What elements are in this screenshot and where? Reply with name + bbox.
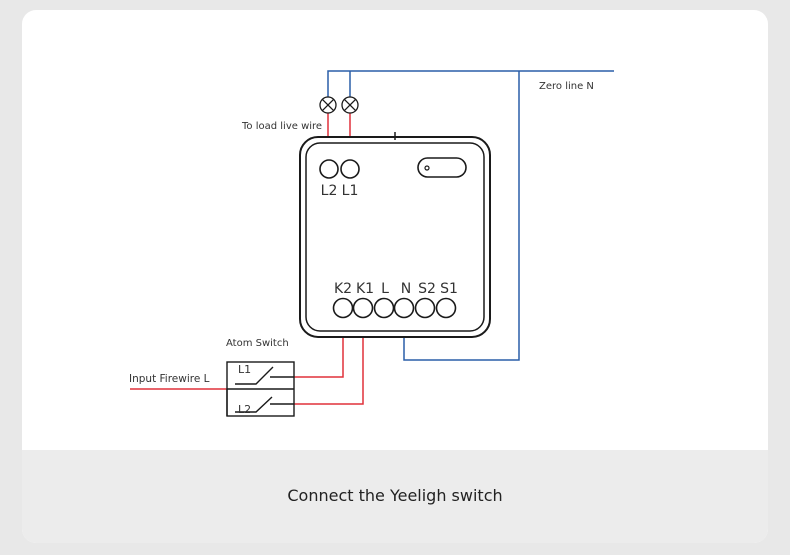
- terminal-l1: [340, 159, 360, 179]
- switch-gang-label-2: L2: [238, 403, 251, 416]
- input-firewire-label: Input Firewire L: [129, 373, 210, 385]
- caption: Connect the Yeeligh switch: [287, 486, 503, 505]
- switch-module: [299, 132, 491, 338]
- terminal-k2: [332, 297, 354, 319]
- terminal-label-s1: S1: [440, 281, 458, 297]
- switch-gang-label-1: L1: [238, 363, 251, 376]
- terminal-labels: L2 L1 K2 K1 L N S2 S1: [321, 183, 458, 297]
- terminal-label-l: L: [381, 281, 389, 297]
- atom-switch: [226, 361, 295, 417]
- lamp-icon: [341, 96, 359, 114]
- terminal-s1: [435, 297, 457, 319]
- lamp-icon: [319, 96, 337, 114]
- terminal-l2: [319, 159, 339, 179]
- status-led-icon: [424, 165, 430, 171]
- terminal-s2: [414, 297, 436, 319]
- zero-line-label: Zero line N: [539, 81, 594, 92]
- atom-switch-label: Atom Switch: [226, 338, 289, 349]
- terminal-l: [373, 297, 395, 319]
- terminal-label-k2: K2: [334, 281, 352, 297]
- terminal-label-n: N: [401, 281, 411, 297]
- terminal-label-k1: K1: [356, 281, 374, 297]
- terminal-label-l1: L1: [342, 183, 359, 199]
- terminal-label-l2: L2: [321, 183, 338, 199]
- terminal-n: [393, 297, 415, 319]
- terminal-label-s2: S2: [418, 281, 436, 297]
- load-live-wire-label: To load live wire: [241, 121, 322, 132]
- terminal-k1: [352, 297, 374, 319]
- pairing-button: [417, 157, 467, 178]
- caption-bar: [22, 450, 768, 543]
- wire-k1-switch: [294, 308, 364, 405]
- diagram-card: Connect the Yeeligh switch: [22, 10, 768, 543]
